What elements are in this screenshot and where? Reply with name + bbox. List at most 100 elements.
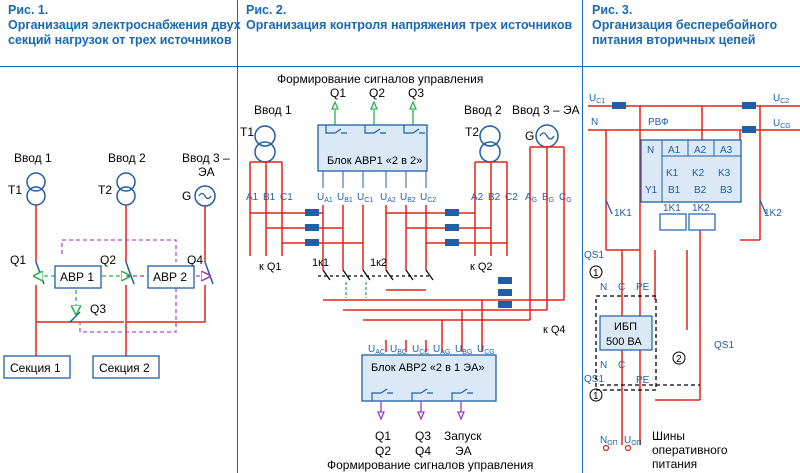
fig3-rvf-n: N <box>647 145 654 156</box>
marker-2-icon <box>672 351 686 365</box>
fig3-uc2-sub: C2 <box>780 98 789 105</box>
fig2-b2: B2 <box>488 192 501 203</box>
contact-1k2-icon <box>759 199 767 215</box>
fig1-number: Рис. 1. <box>8 3 49 17</box>
svg-text:CG: CG <box>559 192 572 204</box>
fig2-ub2: U <box>400 192 407 203</box>
fig2-g-label: G <box>525 129 534 143</box>
fig1-title: Рис. 1. Организация электроснабжения дву… <box>8 3 241 48</box>
fig3-ucg: U <box>773 118 780 129</box>
fig3-uc1: U <box>589 93 596 104</box>
fig3-number: Рис. 3. <box>592 3 633 17</box>
fig3-u-op-sub: ОП <box>631 440 641 447</box>
generator-g-icon <box>194 185 216 207</box>
fig3-switch-1k1: 1K1 <box>614 208 632 219</box>
divider-1 <box>237 0 238 473</box>
fig2-ub1-sub: B1 <box>344 197 353 204</box>
fig2-input1-label: Ввод 1 <box>254 103 292 117</box>
fig2-block1-label: Блок АВР1 «2 в 2» <box>327 155 422 167</box>
fig3-top-c: C <box>618 282 625 293</box>
fig2-q3-top: Q3 <box>408 86 424 100</box>
fig2-uac-sub: AC <box>375 349 385 356</box>
fig2-uag: U <box>433 344 440 355</box>
fig2-ub2-sub: B2 <box>407 197 416 204</box>
fig1-sec1-label: Секция 1 <box>10 361 61 375</box>
fig3-header-rule <box>583 66 800 67</box>
fig2-out-q3: Q3 <box>415 429 431 443</box>
switch-q4-icon <box>204 261 214 285</box>
fig2-a2: A2 <box>471 192 484 203</box>
fig1-input3-label-a: Ввод 3 – <box>182 151 230 165</box>
fig2-header-rule <box>238 66 582 67</box>
fig2-title-line: Организация контроля напряжения трех ист… <box>246 18 573 32</box>
section1-box <box>3 355 71 379</box>
fig3-rvf-a1: A1 <box>668 145 681 156</box>
fig2-diagram: Формирование сигналов управления Q1 Q2 Q… <box>240 72 580 472</box>
fig1-title-line1: Организация электроснабжения двух <box>8 18 241 32</box>
fig3-ups-label1: ИБП <box>614 321 637 333</box>
fig2-uac: U <box>368 344 375 355</box>
fig3-title: Рис. 3. Организация бесперебойного питан… <box>592 3 777 48</box>
fig3-rvf-k3: K3 <box>718 168 731 179</box>
fig2-out-q1: Q1 <box>375 429 391 443</box>
fig3-qs1-bottom: QS1 <box>584 374 604 385</box>
marker-1-top-icon <box>589 265 603 279</box>
fig3-rvf-b2: B2 <box>694 185 707 196</box>
fig3-relay-1k1: 1K1 <box>663 203 681 214</box>
fig2-uc2-sub: C2 <box>427 197 436 204</box>
fig2-transformer-t1-icon <box>254 125 276 163</box>
fig2-number: Рис. 2. <box>246 3 287 17</box>
fig2-kq2: к Q2 <box>470 261 493 273</box>
fig3-rvf-k1: K1 <box>666 168 679 179</box>
fig1-q4-label: Q4 <box>187 253 203 267</box>
fig1-input3-label-b: ЭА <box>198 165 215 179</box>
fig2-input3-label: Ввод 3 – ЭА <box>512 103 580 117</box>
fig3-n-op: N <box>600 435 607 446</box>
contact-1k1-icon <box>605 199 613 215</box>
fig3-qs1-right: QS1 <box>714 340 734 351</box>
fig3-bus1: Шины <box>652 429 685 443</box>
fig2-cg-sub: G <box>566 197 571 204</box>
fig3-bus2: оперативного <box>652 443 728 457</box>
svg-text:UC1: UC1 <box>357 192 373 204</box>
switch-q2-icon <box>125 261 135 285</box>
fig3-bot-pe: PE <box>636 375 650 386</box>
fig3-marker1-bottom: 1 <box>593 391 599 402</box>
fig3-relay-1k2: 1K2 <box>692 203 710 214</box>
svg-text:BG: BG <box>542 192 554 204</box>
fig2-uag-sub: AG <box>440 349 450 356</box>
fig1-diagram: Ввод 1 Ввод 2 Ввод 3 – ЭА T1 T2 G <box>3 151 230 379</box>
fig3-marker2: 2 <box>676 354 682 365</box>
fig2-signals-top: Формирование сигналов управления <box>277 72 483 86</box>
svg-text:UCC: UCC <box>412 344 429 356</box>
fig2-ucc-sub: CC <box>419 349 429 356</box>
fig2-ag: A <box>525 192 532 203</box>
fig3-n-op-sub: ОП <box>607 440 617 447</box>
svg-text:UCG: UCG <box>773 118 791 130</box>
fig2-ua1-sub: A1 <box>324 197 333 204</box>
fig2-t1-label: T1 <box>240 125 254 139</box>
rvf-relay-block <box>640 139 742 203</box>
fig2-ua2: U <box>380 192 387 203</box>
fig2-a1: A1 <box>246 192 259 203</box>
fig3-n-label: N <box>591 117 598 128</box>
fig1-q3-label: Q3 <box>90 302 106 316</box>
fig1-t1-label: T1 <box>8 183 22 197</box>
avr1-block <box>54 265 102 289</box>
fig3-rvf-a2: A2 <box>694 145 707 156</box>
fig2-fuses <box>305 209 512 308</box>
fig1-input2-label: Ввод 2 <box>108 151 146 165</box>
fig3-rvf-y1: Y1 <box>645 185 658 196</box>
fig2-q1-top: Q1 <box>330 86 346 100</box>
fig2-c1: C1 <box>280 192 293 203</box>
fig2-out-q2: Q2 <box>375 444 391 458</box>
svg-text:AG: AG <box>525 192 537 204</box>
fig2-ucg-sub: CG <box>484 349 495 356</box>
fig1-g-label: G <box>182 189 191 203</box>
fig2-signals-bottom: Формирование сигналов управления <box>327 458 533 472</box>
fig1-avr1-label: АВР 1 <box>60 270 94 284</box>
relay-1k1-coil <box>659 213 687 231</box>
fig2-kq1: к Q1 <box>259 261 282 273</box>
svg-text:UBC: UBC <box>390 344 407 356</box>
fig3-rvf-a3: A3 <box>720 145 733 156</box>
